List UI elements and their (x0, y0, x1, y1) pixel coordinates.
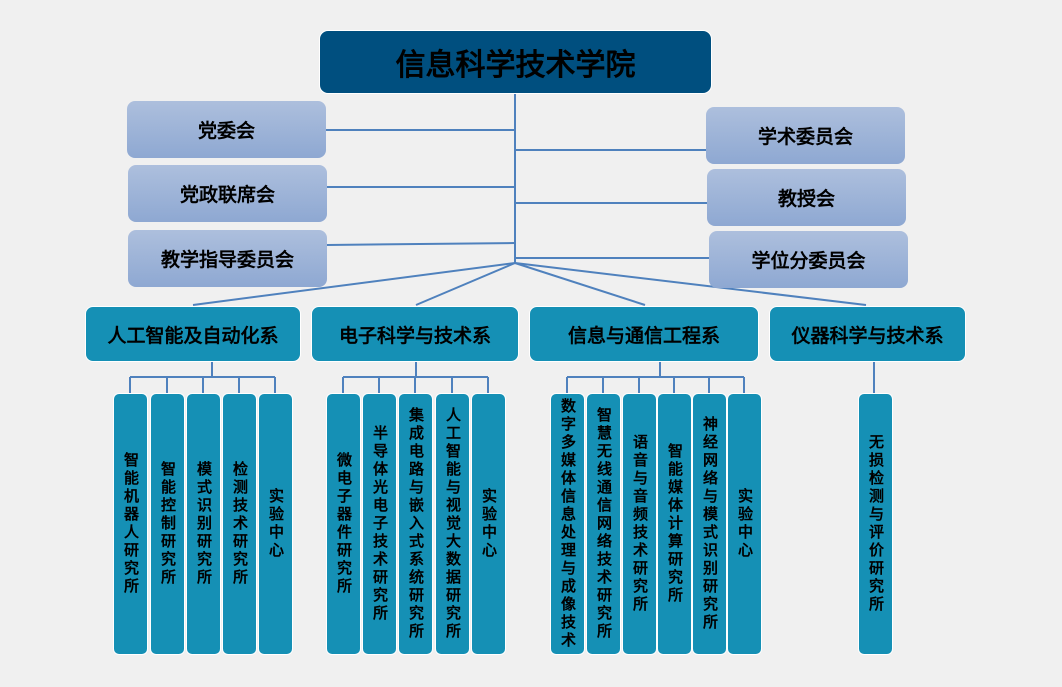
research-unit-box: 语音与音频技术研究所 (622, 393, 657, 655)
council-joint-meeting: 党政联席会 (128, 165, 327, 222)
research-unit-name: 智慧无线通信网络技术研究所 (595, 407, 613, 641)
research-unit-box: 智能控制研究所 (150, 393, 185, 655)
research-unit-box: 集成电路与嵌入式系统研究所 (398, 393, 433, 655)
research-unit-name: 微电子器件研究所 (335, 452, 353, 596)
research-unit-name: 实验中心 (736, 488, 754, 560)
council-label: 教授会 (777, 188, 835, 210)
department-name: 人工智能及自动化系 (107, 324, 279, 347)
research-unit-box: 实验中心 (471, 393, 506, 655)
department-name: 仪器科学与技术系 (791, 324, 944, 347)
research-unit-box: 智能媒体计算研究所 (657, 393, 692, 655)
council-label: 党委会 (197, 120, 255, 142)
research-unit-box: 实验中心 (258, 393, 293, 655)
research-unit-name: 模式识别研究所 (195, 461, 213, 587)
research-unit-name: 实验中心 (480, 488, 498, 560)
council-party-committee: 党委会 (127, 101, 326, 158)
research-unit-name: 集成电路与嵌入式系统研究所 (407, 407, 425, 641)
research-unit-name: 智能机器人研究所 (122, 452, 140, 596)
research-unit-box: 数字多媒体信息处理与成像技术 (550, 393, 585, 655)
department-name: 电子科学与技术系 (338, 324, 491, 347)
research-unit-name: 半导体光电子技术研究所 (371, 425, 389, 623)
research-unit-name: 无损检测与评价研究所 (867, 434, 885, 614)
research-unit-box: 神经网络与模式识别研究所 (692, 393, 727, 655)
research-unit-box: 实验中心 (727, 393, 762, 655)
research-unit-name: 语音与音频技术研究所 (631, 434, 649, 614)
research-unit-box: 智能机器人研究所 (113, 393, 148, 655)
research-unit-name: 人工智能与视觉大数据研究所 (444, 407, 462, 641)
council-teaching-guidance: 教学指导委员会 (128, 230, 327, 287)
department-box: 信息与通信工程系 (529, 306, 759, 362)
research-unit-box: 半导体光电子技术研究所 (362, 393, 397, 655)
department-name: 信息与通信工程系 (567, 324, 720, 347)
research-unit-name: 实验中心 (267, 488, 285, 560)
council-degree: 学位分委员会 (709, 231, 908, 288)
department-box: 人工智能及自动化系 (85, 306, 301, 362)
council-label: 党政联席会 (179, 184, 275, 206)
research-unit-box: 智慧无线通信网络技术研究所 (586, 393, 621, 655)
council-professors: 教授会 (707, 169, 906, 226)
research-unit-box: 人工智能与视觉大数据研究所 (435, 393, 470, 655)
college-title: 信息科学技术学院 (319, 30, 712, 94)
research-unit-box: 模式识别研究所 (186, 393, 221, 655)
council-academic: 学术委员会 (706, 107, 905, 164)
research-unit-name: 数字多媒体信息处理与成像技术 (559, 398, 577, 650)
research-unit-box: 检测技术研究所 (222, 393, 257, 655)
research-unit-name: 检测技术研究所 (231, 461, 249, 587)
research-unit-box: 无损检测与评价研究所 (858, 393, 893, 655)
research-unit-name: 神经网络与模式识别研究所 (701, 416, 719, 632)
research-unit-name: 智能媒体计算研究所 (666, 443, 684, 605)
department-box: 仪器科学与技术系 (769, 306, 966, 362)
research-unit-name: 智能控制研究所 (159, 461, 177, 587)
college-title-text: 信息科学技术学院 (395, 48, 636, 83)
council-label: 学术委员会 (757, 126, 853, 148)
research-unit-box: 微电子器件研究所 (326, 393, 361, 655)
council-label: 教学指导委员会 (160, 249, 294, 271)
council-label: 学位分委员会 (751, 250, 866, 272)
department-box: 电子科学与技术系 (311, 306, 519, 362)
